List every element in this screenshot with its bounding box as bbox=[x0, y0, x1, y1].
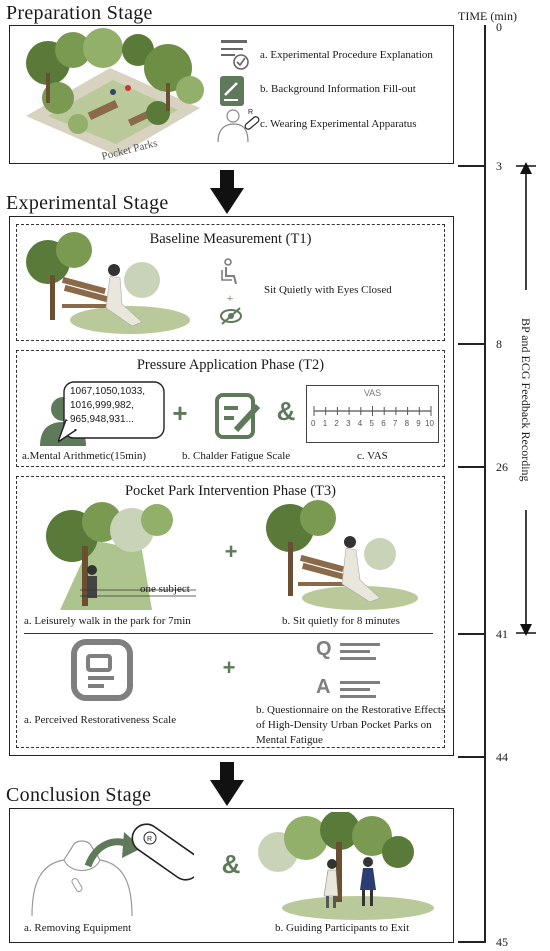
t3-label-walk: a. Leisurely walk in the park for 7min bbox=[24, 615, 191, 627]
vas-num-6: 6 bbox=[381, 419, 386, 428]
questionnaire-line-3: Mental Fatigue bbox=[256, 734, 323, 746]
wearing-apparatus-icon: R bbox=[217, 109, 260, 143]
t1-panel bbox=[16, 224, 445, 341]
t2-label-vas: c. VAS bbox=[357, 450, 388, 462]
vas-num-10: 10 bbox=[425, 419, 434, 428]
recording-double-arrow bbox=[516, 162, 536, 636]
vas-ruler bbox=[313, 406, 432, 416]
bubble-line-3: 965,948,931... bbox=[70, 414, 134, 425]
tick-8-label: 8 bbox=[496, 337, 502, 351]
t1-plus: + bbox=[226, 291, 234, 305]
vas-num-1: 1 bbox=[322, 419, 328, 428]
sit-quietly-illustration bbox=[266, 500, 418, 610]
t2-label-chalder: b. Chalder Fatigue Scale bbox=[182, 450, 291, 462]
bubble-line-1: 1067,1050,1033, bbox=[70, 386, 146, 397]
conclusion-box bbox=[9, 808, 454, 943]
tick-8-line bbox=[458, 343, 486, 345]
one-subject-label: one subject bbox=[140, 583, 190, 595]
tick-26-line bbox=[458, 466, 486, 468]
tick-44-label: 44 bbox=[496, 750, 508, 764]
prep-item-b: b. Background Information Fill-out bbox=[260, 83, 416, 95]
tick-26-label: 26 bbox=[496, 460, 508, 474]
tick-41-line bbox=[458, 633, 486, 635]
tick-0-label: 0 bbox=[496, 20, 502, 34]
arithmetic-bubble-text: 1067,1050,1033, 1016,999,982, 965,948,93… bbox=[70, 385, 145, 427]
t2-title: Pressure Application Phase (T2) bbox=[136, 357, 325, 373]
t3-label-sit: b. Sit quietly for 8 minutes bbox=[282, 615, 400, 627]
bench-sitting-illustration bbox=[26, 232, 190, 334]
vas-num-8: 8 bbox=[404, 419, 410, 428]
fatigue-scale-edit-icon bbox=[215, 393, 261, 439]
tick-41-label: 41 bbox=[496, 627, 508, 641]
a-letter: A bbox=[316, 676, 331, 698]
vas-num-7: 7 bbox=[392, 419, 398, 428]
pocket-park-illustration bbox=[26, 28, 204, 156]
vas-num-2: 2 bbox=[334, 419, 339, 428]
vas-num-4: 4 bbox=[357, 419, 363, 428]
stage-arrow-down-icon-2 bbox=[210, 762, 244, 806]
questionnaire-line-2: of High-Density Urban Pocket Parks on bbox=[256, 719, 432, 731]
park-walk-illustration bbox=[46, 502, 196, 610]
t3-plus-2: + bbox=[222, 655, 236, 680]
vas-num-5: 5 bbox=[369, 419, 374, 428]
preparation-box bbox=[9, 25, 454, 164]
sitting-person-icon bbox=[221, 258, 237, 285]
t2-amp: & bbox=[276, 396, 296, 426]
timeline-axis bbox=[484, 25, 486, 941]
guiding-exit-illustration bbox=[258, 812, 434, 920]
conclusion-label-exit: b. Guiding Participants to Exit bbox=[275, 922, 410, 934]
t3-title: Pocket Park Intervention Phase (T3) bbox=[124, 483, 336, 499]
stage-arrow-down-icon-1 bbox=[210, 170, 244, 214]
timeline-header: TIME (min) bbox=[458, 9, 517, 23]
vas-title: VAS bbox=[363, 388, 382, 398]
tick-3-label: 3 bbox=[496, 159, 502, 173]
t3-divider bbox=[24, 633, 433, 635]
vas-scale-box bbox=[306, 385, 439, 443]
conclusion-label-remove: a. Removing Equipment bbox=[24, 922, 132, 934]
t2-label-mental-arithmetic: a.Mental Arithmetic(15min) bbox=[22, 450, 147, 462]
prep-item-a: a. Experimental Procedure Explanation bbox=[260, 49, 433, 61]
t1-title: Baseline Measurement (T1) bbox=[149, 231, 312, 247]
t1-action-label: Sit Quietly with Eyes Closed bbox=[264, 284, 392, 296]
recording-label: BP and ECG Feedback Recording bbox=[519, 318, 533, 482]
t3-panel bbox=[16, 476, 445, 748]
experimental-stage-title: Experimental Stage bbox=[6, 192, 169, 214]
prep-item-c: c. Wearing Experimental Apparatus bbox=[260, 118, 417, 130]
form-fillout-icon bbox=[220, 76, 244, 106]
svg-text:R: R bbox=[147, 836, 152, 843]
t3-label-questionnaire: b. Questionnaire on the Restorative Effe… bbox=[256, 703, 445, 748]
tick-45-line bbox=[458, 941, 486, 943]
answer-lines-icon bbox=[340, 681, 380, 698]
removing-equipment-illustration: R bbox=[31, 823, 194, 917]
procedure-document-check-icon bbox=[221, 40, 249, 70]
preparation-stage-title: Preparation Stage bbox=[6, 2, 153, 24]
vas-num-0: 0 bbox=[311, 419, 316, 428]
tick-44-line bbox=[458, 756, 486, 758]
questionnaire-line-1: b. Questionnaire on the Restorative Effe… bbox=[256, 704, 446, 716]
q-letter: Q bbox=[316, 638, 332, 660]
tick-3-line bbox=[458, 165, 486, 167]
t3-plus-1: + bbox=[224, 539, 238, 564]
t2-panel bbox=[16, 350, 445, 467]
t3-label-prs: a. Perceived Restorativeness Scale bbox=[24, 714, 177, 726]
speech-bubble bbox=[58, 381, 165, 443]
vas-numbers: 0 1 2 3 4 5 6 7 8 9 10 bbox=[310, 419, 435, 431]
conclusion-amp: & bbox=[221, 849, 241, 879]
conclusion-stage-title: Conclusion Stage bbox=[6, 784, 152, 806]
t2-plus: + bbox=[172, 398, 188, 428]
vas-num-3: 3 bbox=[346, 419, 351, 428]
tick-45-label: 45 bbox=[496, 935, 508, 949]
experimental-box bbox=[9, 216, 454, 756]
restorativeness-scale-icon bbox=[71, 639, 133, 701]
eyes-closed-icon bbox=[220, 307, 242, 325]
svg-text:R: R bbox=[248, 109, 253, 116]
bubble-line-2: 1016,999,982, bbox=[70, 400, 134, 411]
vas-num-9: 9 bbox=[416, 419, 421, 428]
question-lines-icon bbox=[340, 643, 380, 660]
